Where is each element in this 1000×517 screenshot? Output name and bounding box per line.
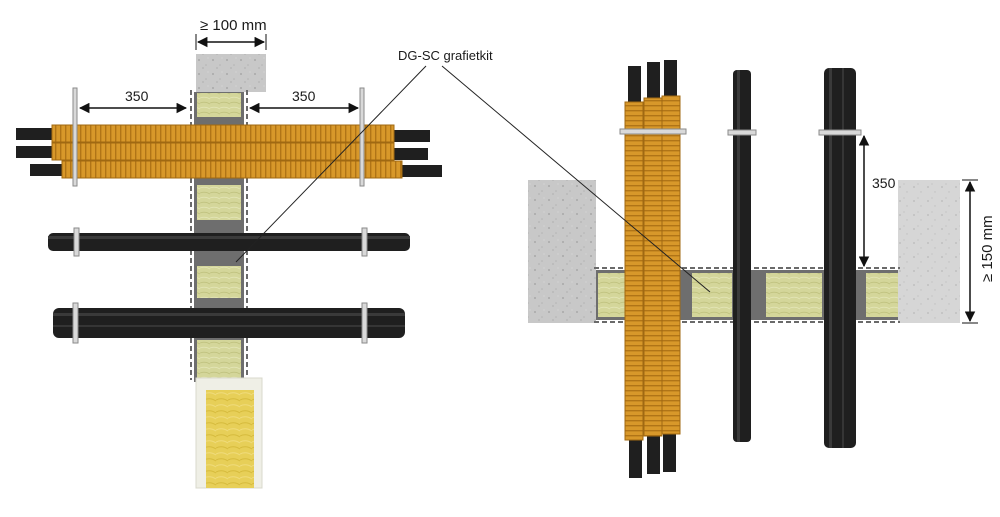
cable-clamp: [72, 87, 78, 187]
mineral-wool-segment: [766, 273, 822, 317]
right-spacing-label: 350: [872, 175, 896, 191]
mineral-wool-segment: [197, 185, 241, 220]
mineral-wool-segment: [197, 340, 241, 378]
orange-cable: [51, 142, 395, 161]
black-cable-vertical: [727, 70, 757, 442]
dimension-wall-thickness: ≥ 100 mm: [195, 17, 267, 50]
wall-section: [190, 54, 266, 489]
wall-thickness-label: ≥ 100 mm: [200, 17, 267, 34]
cable-clamp: [818, 129, 862, 136]
orange-cable: [61, 160, 403, 179]
floor-thickness-label: ≥ 150 mm: [979, 215, 996, 282]
cable-clamp: [72, 302, 79, 344]
concrete-block-top: [196, 54, 266, 92]
dimension-right-spacing: 350: [858, 134, 896, 268]
concrete-floor-right: [898, 180, 960, 323]
orange-cable: [624, 101, 644, 441]
mineral-wool-segment: [692, 273, 732, 317]
concrete-floor-left: [528, 180, 596, 323]
product-label: DG-SC grafietkit: [398, 48, 493, 63]
mineral-wool-segment: [598, 273, 626, 317]
mineral-wool-segment: [197, 93, 241, 117]
dimension-floor-thickness: ≥ 150 mm: [962, 179, 996, 324]
cable-clamp: [73, 227, 80, 257]
orange-cable-bundle-horizontal: [16, 87, 442, 187]
left-spacing-label-a: 350: [125, 88, 149, 104]
stud-wall-insulation: [206, 390, 254, 488]
orange-cable: [643, 97, 663, 437]
cable-clamp: [727, 129, 757, 136]
mineral-wool-segment: [866, 273, 898, 317]
orange-cable: [51, 124, 395, 143]
orange-cable: [661, 95, 681, 435]
cable-clamp: [619, 128, 687, 135]
left-spacing-label-b: 350: [292, 88, 316, 104]
cable-clamp: [361, 302, 368, 344]
product-callout: DG-SC grafietkit: [235, 48, 711, 293]
orange-cable-bundle-vertical: [619, 60, 687, 478]
cable-clamp: [361, 227, 368, 257]
black-cable-vertical-large: [818, 68, 862, 448]
dimension-left-spacing: 350 350: [78, 88, 360, 114]
black-cable-horizontal-large: [53, 302, 405, 344]
mineral-wool-segment: [197, 266, 241, 298]
cable-clamp: [359, 87, 365, 187]
black-cable-horizontal: [48, 227, 410, 257]
